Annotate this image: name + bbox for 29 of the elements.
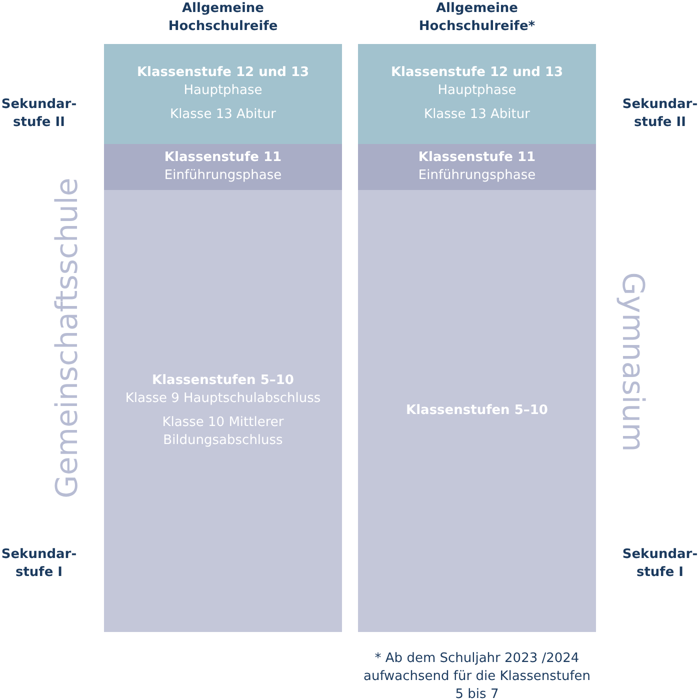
school-type-label: Gemeinschaftsschule — [51, 178, 85, 498]
upper-stage-band — [104, 44, 342, 144]
stage-text: Klasse 10 Mittlerer Bildungsabschluss — [161, 414, 285, 450]
stage-text: Klasse 9 Hauptschulabschluss — [125, 390, 321, 408]
intro-stage-band — [104, 144, 342, 190]
stage-text: Hauptphase — [184, 82, 262, 100]
stage-heading: Klassenstufe 12 und 13 — [390, 64, 564, 82]
stage-heading: Klassenstufe 11 — [164, 149, 282, 167]
stage-heading: Klassenstufen 5–10 — [406, 402, 548, 420]
stage-text: Klasse 13 Abitur — [424, 106, 530, 124]
lower-stage-band — [358, 190, 596, 632]
stage-text: Hauptphase — [438, 82, 516, 100]
stage-heading: Klassenstufe 12 und 13 — [136, 64, 310, 82]
stage-heading: Klassenstufen 5–10 — [152, 372, 294, 390]
level-label: Sekundar- stufe II — [621, 96, 699, 132]
qualification-label: Allgemeine Hochschulreife* — [418, 0, 536, 36]
level-label: Sekundar- stufe I — [621, 546, 699, 582]
stage-heading: Klassenstufe 11 — [418, 149, 536, 167]
stage-text: Einführungsphase — [164, 167, 282, 185]
lower-stage-band — [104, 190, 342, 632]
school-type-label: Gymnasium — [615, 272, 649, 452]
stage-text: Einführungsphase — [418, 167, 536, 185]
level-label: Sekundar- stufe I — [0, 546, 78, 582]
qualification-label: Allgemeine Hochschulreife — [167, 0, 279, 36]
intro-stage-band — [358, 144, 596, 190]
upper-stage-band — [358, 44, 596, 144]
level-label: Sekundar- stufe II — [0, 96, 78, 132]
footnote: * Ab dem Schuljahr 2023 /2024 aufwachsend für die Klassenstufen 5 bis 7 — [362, 650, 592, 700]
stage-text: Klasse 13 Abitur — [170, 106, 276, 124]
